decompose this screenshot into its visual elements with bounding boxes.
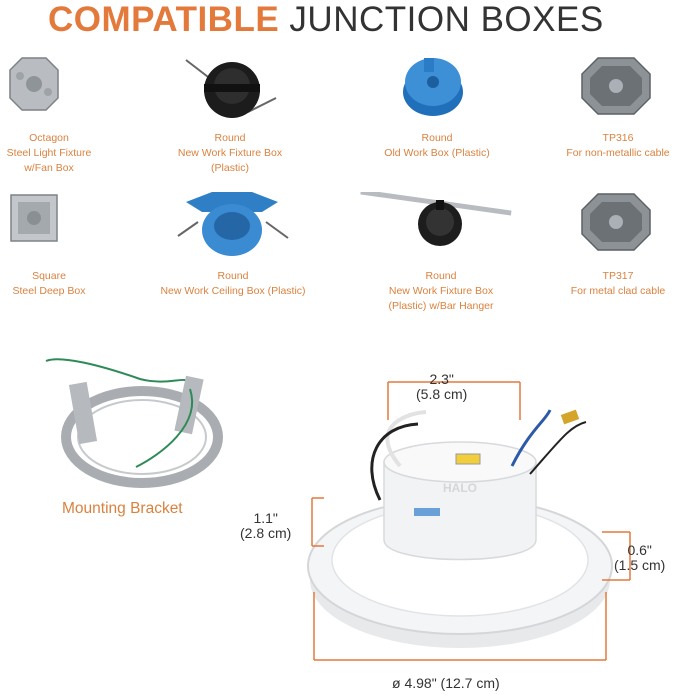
tp316-steel-box-image (581, 57, 651, 115)
halo-logo: HALO (443, 481, 477, 495)
square-steel-box-image (10, 194, 58, 242)
light-fixture-diagram: HALO (307, 381, 631, 661)
mounting-bracket-image (45, 358, 223, 488)
diameter-dimension: ø 4.98" (12.7 cm) (388, 676, 504, 691)
round-new-work-ceiling-box-image (177, 192, 289, 256)
height-dimension: 1.1" (2.8 cm) (240, 510, 292, 541)
tp317-steel-box-image (581, 193, 651, 251)
round-old-work-box-image (403, 58, 463, 116)
title-bold: COMPATIBLE (48, 0, 280, 39)
round-new-work-fixture-box-image (185, 59, 277, 118)
mounting-bracket-label: Mounting Bracket (62, 500, 183, 517)
page-title: COMPATIBLE JUNCTION BOXES (48, 0, 604, 40)
rim-dimension: 0.6" (1.5 cm) (614, 542, 666, 573)
title-light: JUNCTION BOXES (289, 0, 604, 39)
top-width-dimension: 2.3" (5.8 cm) (416, 371, 468, 402)
octagon-steel-box-image (9, 57, 59, 111)
round-bar-hanger-box-image (360, 192, 512, 246)
